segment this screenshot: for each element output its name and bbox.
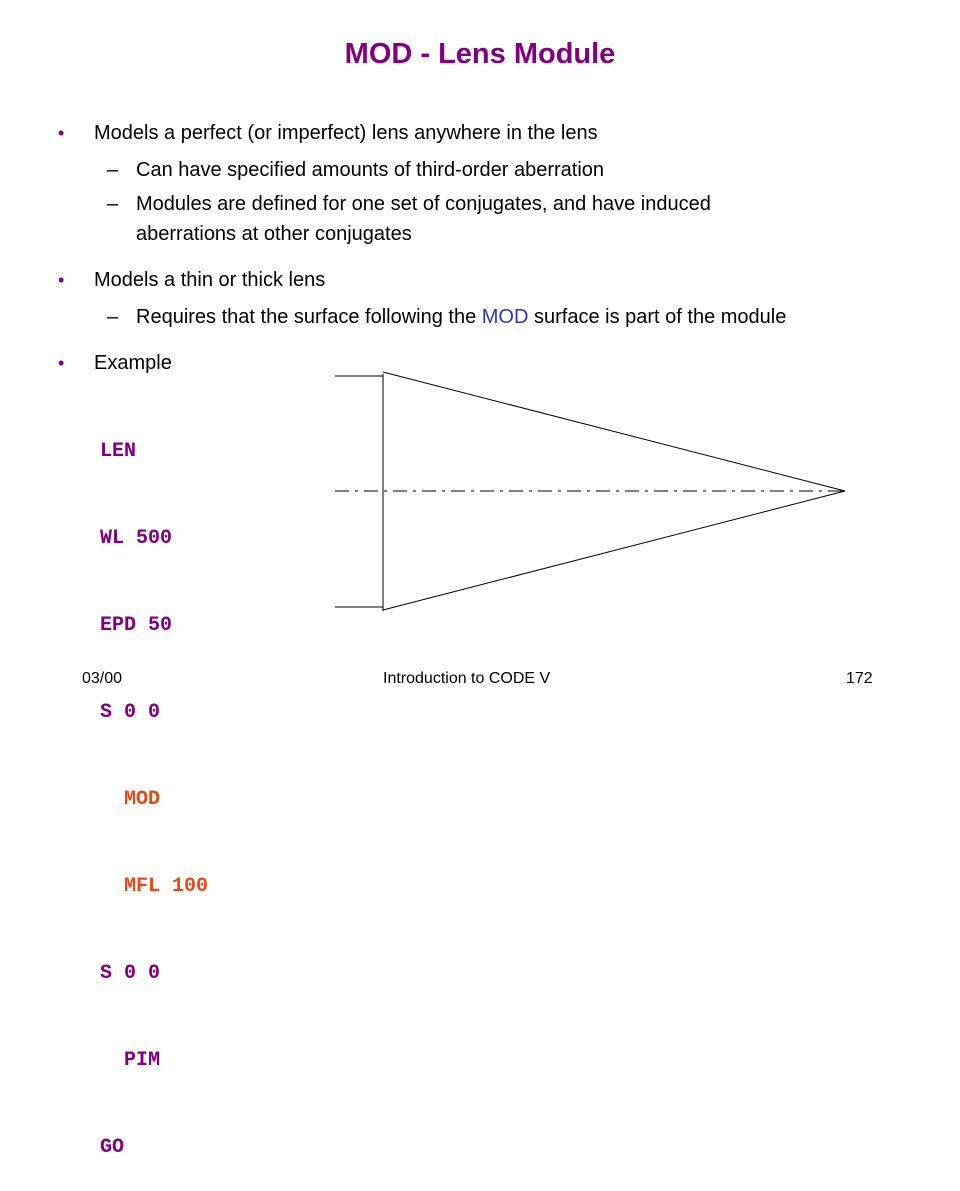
bullet-3-text: Example (94, 352, 172, 374)
converging-ray-top (382, 371, 846, 492)
code-line: LEN (100, 440, 137, 463)
sub-2-1-suffix: surface is part of the module (528, 306, 787, 328)
sub-1-2-text-cont: aberrations at other conjugates (136, 223, 412, 245)
code-line: S 0 0 (100, 962, 161, 985)
sub-1-1-text: Can have specified amounts of third-orde… (136, 159, 605, 181)
bullet-1-text: Models a perfect (or imperfect) lens any… (94, 122, 598, 144)
code-line: WL 500 (100, 527, 173, 550)
footer-title: Introduction to CODE V (383, 670, 551, 687)
sub-1-2-dash: – (107, 193, 119, 215)
sub-2-1-dash: – (107, 306, 119, 328)
bullet-1-marker: • (58, 123, 65, 143)
code-line: MOD (100, 788, 161, 811)
bullet-2-text: Models a thin or thick lens (94, 269, 326, 291)
converging-ray-bottom (382, 490, 846, 611)
lens-ray-diagram (335, 371, 846, 611)
code-line: MFL 100 (100, 875, 209, 898)
code-line: PIM (100, 1049, 161, 1072)
sub-1-2-text: Modules are defined for one set of conju… (136, 193, 711, 215)
code-line: GO (100, 1136, 125, 1159)
bullet-3-marker: • (58, 353, 65, 373)
footer-page-number: 172 (846, 670, 873, 687)
sub-2-1-text: Requires that the surface following the … (136, 305, 786, 329)
sub-1-1-dash: – (107, 159, 119, 181)
bullet-2-marker: • (58, 270, 65, 290)
code-line: EPD 50 (100, 614, 173, 637)
slide-title: MOD - Lens Module (344, 38, 616, 70)
sub-2-1-prefix: Requires that the surface following the (136, 306, 482, 328)
sub-2-1-highlight: MOD (481, 306, 529, 328)
footer-date: 03/00 (82, 670, 123, 687)
code-line: S 0 0 (100, 701, 161, 724)
